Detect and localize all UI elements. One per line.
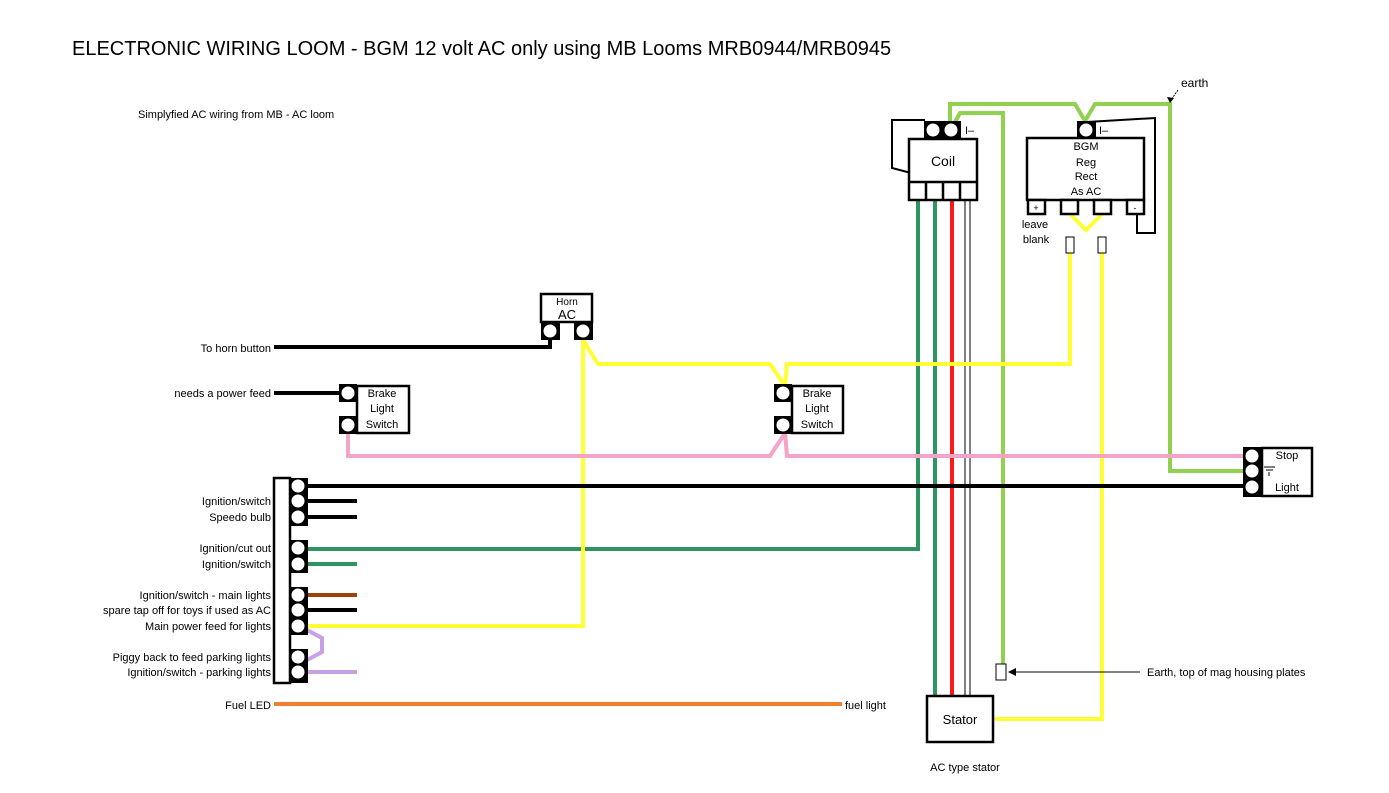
brake-switch-1-line3: Switch	[366, 419, 398, 431]
brake-light-switch-2: Brake Light Switch	[774, 384, 845, 435]
diagram-title: ELECTRONIC WIRING LOOM - BGM 12 volt AC …	[72, 38, 891, 60]
regulator-component: I– BGM Reg Rect As AC + - leave blank	[1022, 121, 1146, 254]
fuel-led-label: Fuel LED	[225, 700, 271, 712]
wire-light-green-mag-earth	[953, 111, 1005, 665]
power-feed-label: needs a power feed	[174, 388, 271, 400]
mag-earth-terminal	[995, 663, 1007, 681]
wire-dark-green-cutout	[307, 200, 920, 551]
brake-light-switch-1: Brake Light Switch	[339, 384, 411, 435]
block-label: Ignition/switch	[202, 559, 271, 571]
brake-switch-1-line2: Light	[370, 403, 394, 415]
spade-connector-2	[1097, 236, 1107, 254]
reg-plus-label: +	[1033, 203, 1038, 213]
block-label: Ignition/switch	[202, 496, 271, 508]
horn-label: Horn	[556, 297, 578, 308]
horn-component: Horn AC	[539, 292, 594, 340]
block-label: Speedo bulb	[209, 512, 271, 524]
horn-ac-label: AC	[558, 307, 576, 322]
wire-black-reg-earth	[1086, 116, 1156, 234]
wire-purple-piggyback	[306, 628, 357, 674]
reg-line4: As AC	[1071, 186, 1102, 198]
brake-switch-1-line1: Brake	[368, 388, 397, 400]
reg-minus-label: -	[1134, 203, 1137, 213]
block-label: Ignition/switch - main lights	[140, 590, 272, 602]
reg-line3: Rect	[1075, 171, 1098, 183]
earth-mag-label: Earth, top of mag housing plates	[1147, 667, 1306, 679]
stator-caption: AC type stator	[930, 762, 1000, 774]
wire-white-stator	[964, 200, 971, 696]
stop-light-line2: Light	[1275, 482, 1299, 494]
reg-line1: BGM	[1073, 141, 1098, 153]
reg-line2: Reg	[1076, 157, 1096, 169]
coil-label: Coil	[931, 153, 955, 169]
fuel-light-label: fuel light	[845, 700, 886, 712]
stator-label: Stator	[943, 712, 978, 727]
wires	[274, 102, 1246, 721]
leave-blank-1: leave	[1022, 219, 1048, 231]
block-label: Main power feed for lights	[145, 621, 271, 633]
wire-light-green-earth	[948, 102, 1246, 473]
brake-switch-2-line3: Switch	[801, 419, 833, 431]
spade-connector-1	[1065, 236, 1075, 254]
reg-terminal-label: I–	[1099, 125, 1109, 137]
wire-pink-brake	[346, 427, 1246, 458]
block-label: Piggy back to feed parking lights	[113, 652, 272, 664]
coil-component: I– Coil	[907, 121, 979, 202]
brake-switch-2-line2: Light	[805, 403, 829, 415]
wire-yellow-reg-v	[783, 212, 1104, 721]
wire-black-horn-button	[274, 340, 552, 349]
horn-button-label: To horn button	[201, 343, 271, 355]
stator-component: Stator AC type stator	[925, 694, 1000, 774]
block-label: spare tap off for toys if used as AC	[103, 605, 271, 617]
earth-label: earth	[1181, 76, 1208, 90]
brake-switch-2-line1: Brake	[803, 388, 832, 400]
wire-yellow-horn	[307, 338, 787, 628]
block-label: Ignition/cut out	[199, 543, 271, 555]
ground-icon	[1264, 466, 1275, 476]
stop-light-line1: Stop	[1276, 450, 1299, 462]
stop-light: Stop Light	[1243, 446, 1314, 498]
wire-black-stubs	[307, 499, 357, 612]
diagram-subtitle: Simplyfied AC wiring from MB - AC loom	[138, 109, 334, 121]
connector-block: Ignition/switch Speedo bulb Ignition/cut…	[103, 476, 308, 685]
leave-blank-2: blank	[1023, 234, 1050, 246]
block-label: Ignition/switch - parking lights	[127, 667, 271, 679]
coil-terminal-label: I–	[965, 125, 975, 137]
